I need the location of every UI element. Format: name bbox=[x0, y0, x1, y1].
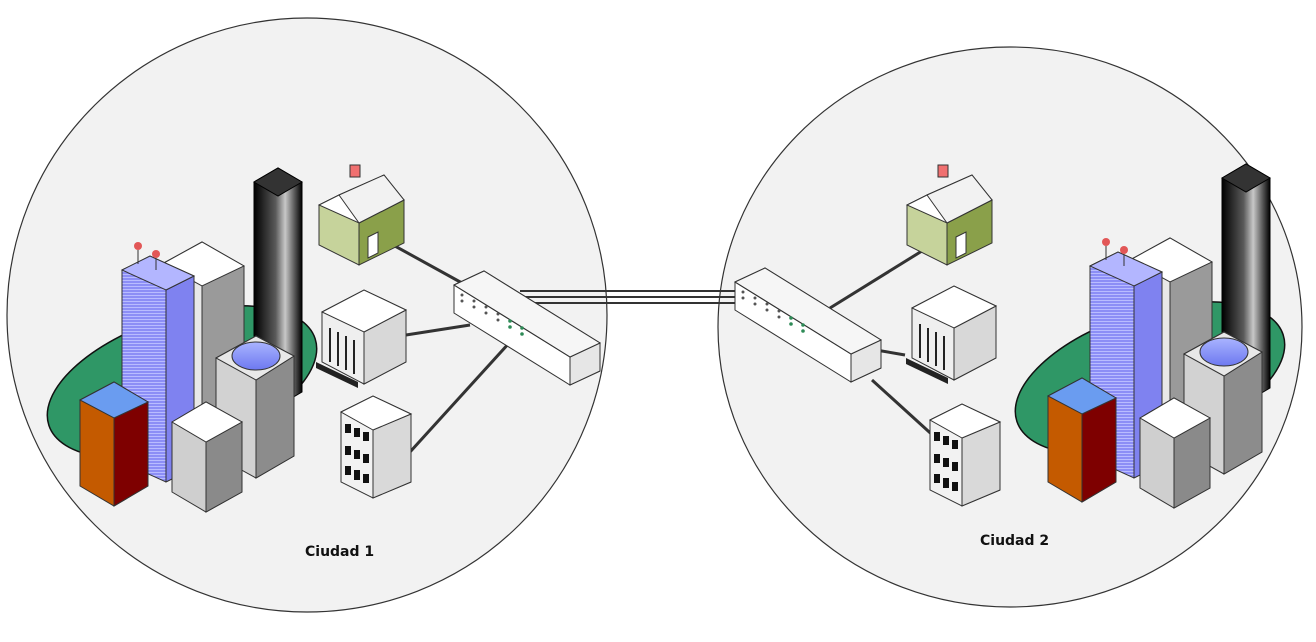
intercity-link bbox=[520, 290, 736, 304]
city-1-links bbox=[383, 238, 512, 454]
city-2-label: Ciudad 2 bbox=[980, 533, 1049, 549]
apartment-building-icon bbox=[929, 403, 1001, 507]
city-1-label: Ciudad 1 bbox=[305, 544, 374, 560]
apartment-building-icon bbox=[340, 395, 412, 499]
